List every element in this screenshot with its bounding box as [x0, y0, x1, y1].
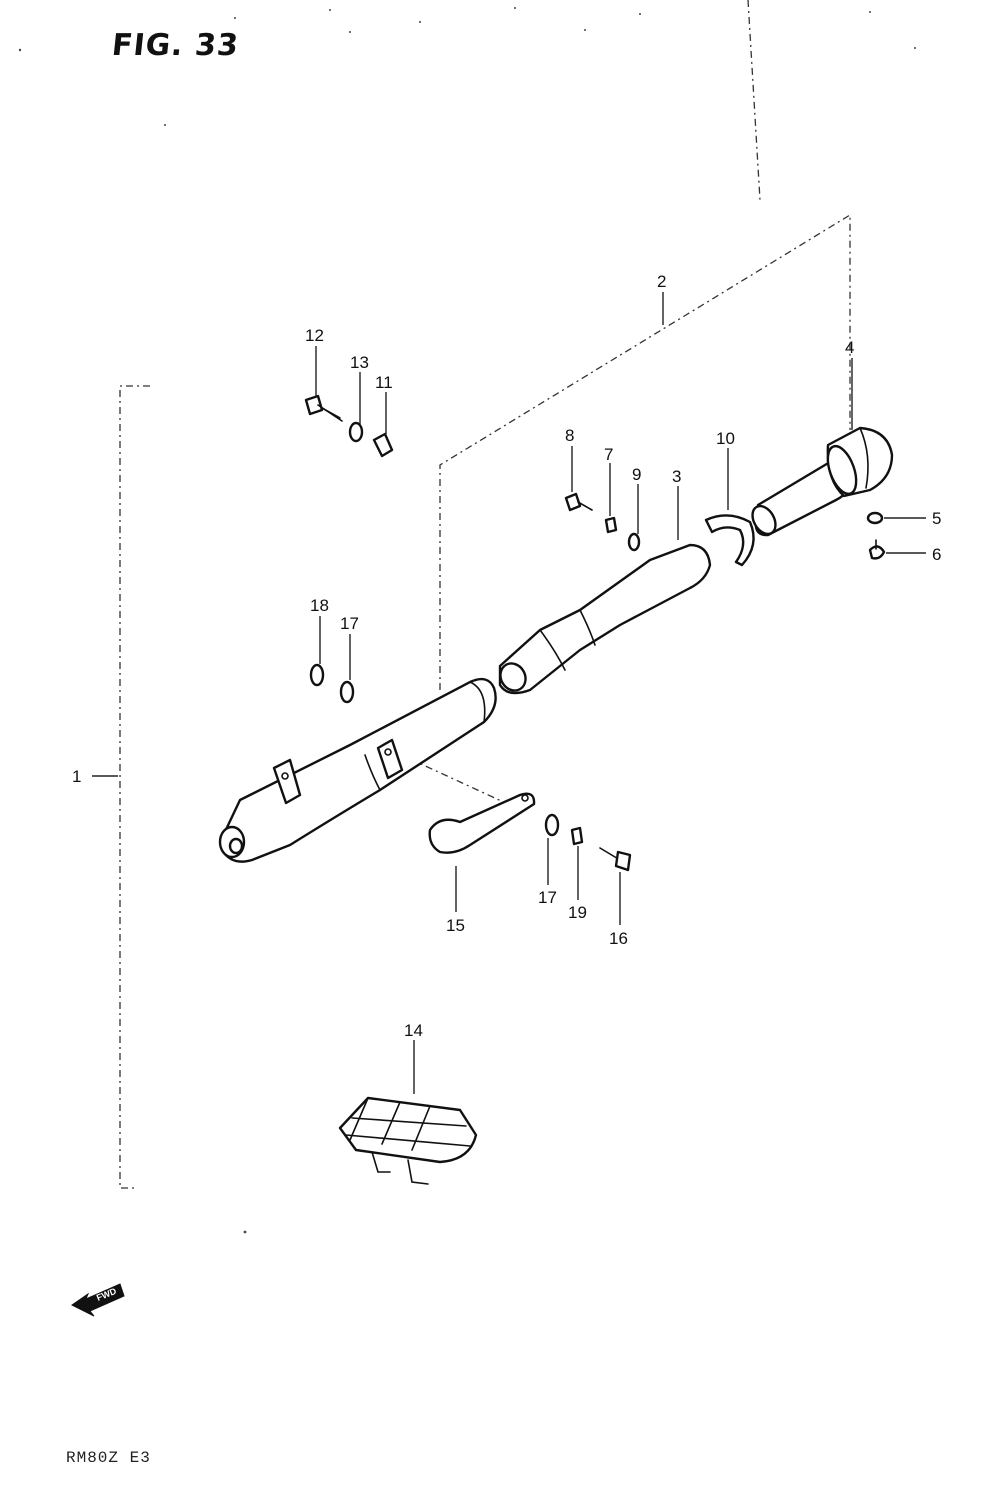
callout-11: 11: [375, 373, 393, 392]
callout-16: 16: [609, 929, 628, 948]
callout-17-lower: 17: [538, 888, 557, 907]
tail-pipe-3: [498, 543, 712, 695]
washer-17-upper: [339, 680, 355, 704]
washer-18: [309, 663, 325, 687]
callout-6: 6: [932, 545, 941, 564]
fwd-arrow-icon: FWD: [71, 1283, 125, 1317]
silencer-body: [218, 677, 497, 863]
callout-17-upper: 17: [340, 614, 359, 633]
washer-5: [866, 511, 884, 525]
callout-12: 12: [305, 326, 324, 345]
reference-line-top: [747, 0, 761, 201]
bolt-12: [304, 394, 343, 422]
callout-3: 3: [672, 467, 681, 486]
washer-13: [348, 421, 364, 443]
collar-11: [372, 432, 394, 458]
callout-13: 13: [350, 353, 369, 372]
band-10: [704, 514, 755, 567]
callout-5: 5: [932, 509, 941, 528]
washer-9: [627, 532, 641, 552]
guard-14: [338, 1096, 478, 1185]
callout-4: 4: [845, 338, 854, 357]
footer-model-code: RM80Z E3: [66, 1449, 151, 1467]
end-cap-4: [826, 426, 894, 498]
callout-10: 10: [716, 429, 735, 448]
callout-18: 18: [310, 596, 329, 615]
assembly-bracket-2: [439, 213, 851, 690]
nut-7: [604, 516, 618, 534]
nut-19: [570, 826, 584, 846]
callout-8: 8: [565, 426, 574, 445]
callout-1: 1: [72, 767, 81, 786]
callout-2: 2: [657, 272, 666, 291]
callout-15: 15: [446, 916, 465, 935]
callout-9: 9: [632, 465, 641, 484]
scan-speckles: [18, 7, 916, 1234]
callout-19: 19: [568, 903, 587, 922]
screw-6: [868, 539, 886, 560]
bolt-16: [599, 847, 632, 872]
washer-17-lower: [544, 813, 560, 837]
bracket-15: [428, 792, 536, 854]
callout-7: 7: [604, 445, 613, 464]
assembly-bracket-1: [119, 385, 150, 1189]
bolt-8: [564, 492, 593, 512]
callout-14: 14: [404, 1021, 423, 1040]
